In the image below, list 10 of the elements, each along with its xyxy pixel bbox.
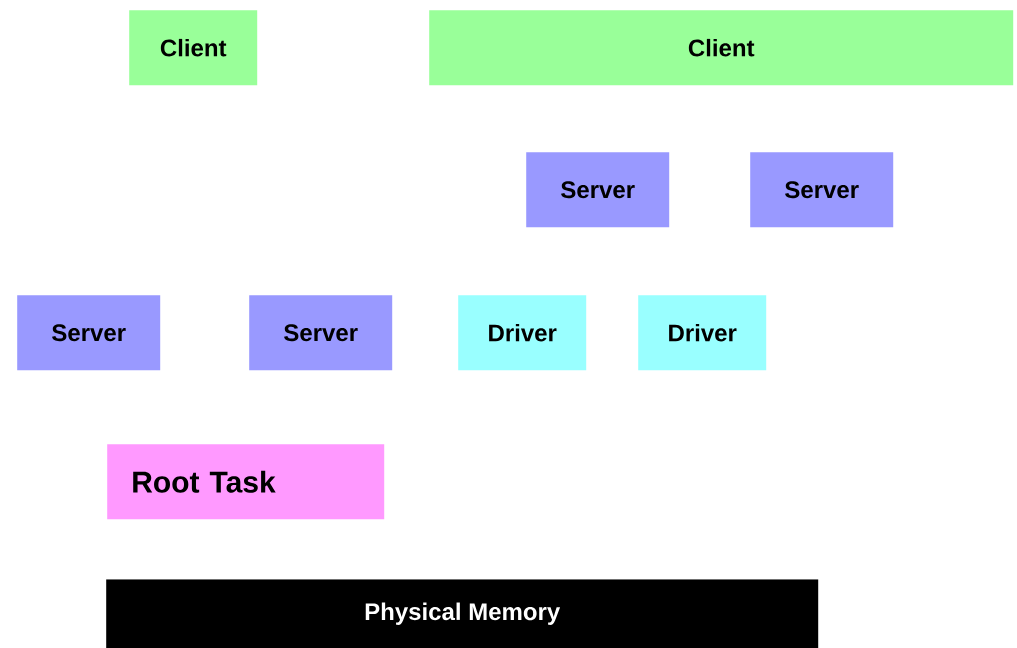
client-box: Client <box>129 10 258 86</box>
memory-bar: Physical Memory <box>106 579 819 648</box>
driver-box: Driver <box>458 295 587 371</box>
client-box: Client <box>429 10 1014 86</box>
server-box: Server <box>249 295 393 371</box>
root-task-box: Root Task <box>107 444 385 520</box>
server-box: Server <box>17 295 161 371</box>
server-box: Server <box>526 152 670 228</box>
server-box: Server <box>750 152 894 228</box>
driver-box: Driver <box>638 295 767 371</box>
